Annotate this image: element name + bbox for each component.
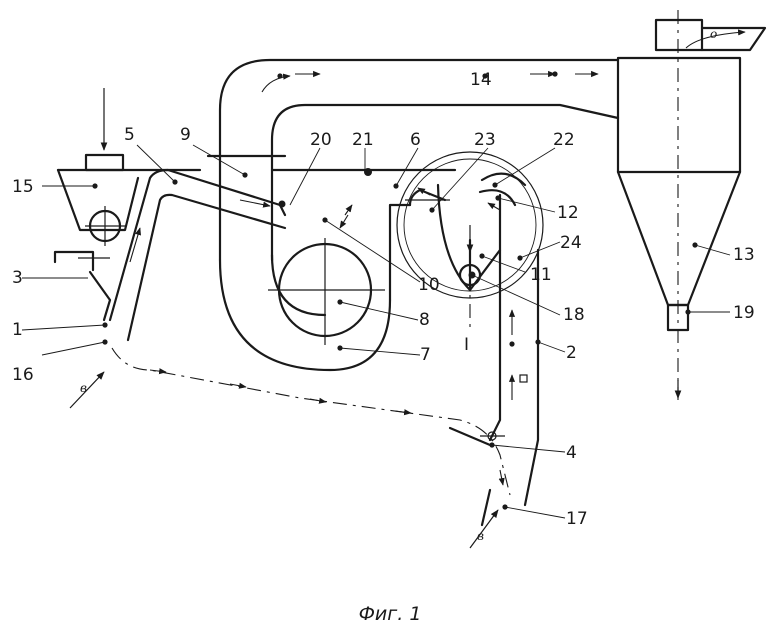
label-17: 17 — [566, 509, 588, 529]
label-16: 16 — [12, 365, 34, 385]
label-8: 8 — [419, 310, 430, 330]
part-labels: 15 5 9 20 21 6 23 22 14 12 24 11 10 18 8… — [12, 70, 755, 529]
label-7: 7 — [420, 345, 431, 365]
label-13: 13 — [733, 245, 755, 265]
duct-flow-arrows — [130, 74, 598, 262]
label-21: 21 — [352, 130, 374, 150]
label-2: 2 — [566, 343, 577, 363]
exhaust-label: о — [710, 27, 717, 41]
fan-8 — [268, 238, 385, 345]
label-11: 11 — [530, 265, 552, 285]
label-24: 24 — [560, 233, 582, 253]
air-intake-left-label: в — [80, 381, 87, 395]
cyclone-13: о — [618, 10, 765, 400]
label-1: 1 — [12, 320, 23, 340]
air-intake-left: в — [70, 372, 104, 408]
valve-3 — [55, 252, 110, 320]
label-9: 9 — [180, 125, 191, 145]
label-19: 19 — [733, 303, 755, 323]
channel-2 — [490, 250, 538, 505]
feed-hopper — [58, 155, 200, 246]
label-14: 14 — [470, 70, 492, 90]
label-10: 10 — [418, 275, 440, 295]
air-intake-right-label: в — [477, 529, 484, 543]
label-4: 4 — [566, 443, 577, 463]
label-22: 22 — [553, 130, 575, 150]
label-20: 20 — [310, 130, 332, 150]
label-12: 12 — [557, 203, 579, 223]
damper-9 — [208, 156, 455, 170]
label-section-I: I — [464, 335, 469, 355]
label-15: 15 — [12, 177, 34, 197]
label-18: 18 — [563, 305, 585, 325]
label-3: 3 — [12, 268, 23, 288]
label-23: 23 — [474, 130, 496, 150]
label-6: 6 — [410, 130, 421, 150]
label-5: 5 — [124, 125, 135, 145]
valve-4 — [450, 428, 505, 525]
figure-caption: Фиг. 1 — [359, 603, 422, 625]
feed-channel-5 — [110, 170, 285, 340]
